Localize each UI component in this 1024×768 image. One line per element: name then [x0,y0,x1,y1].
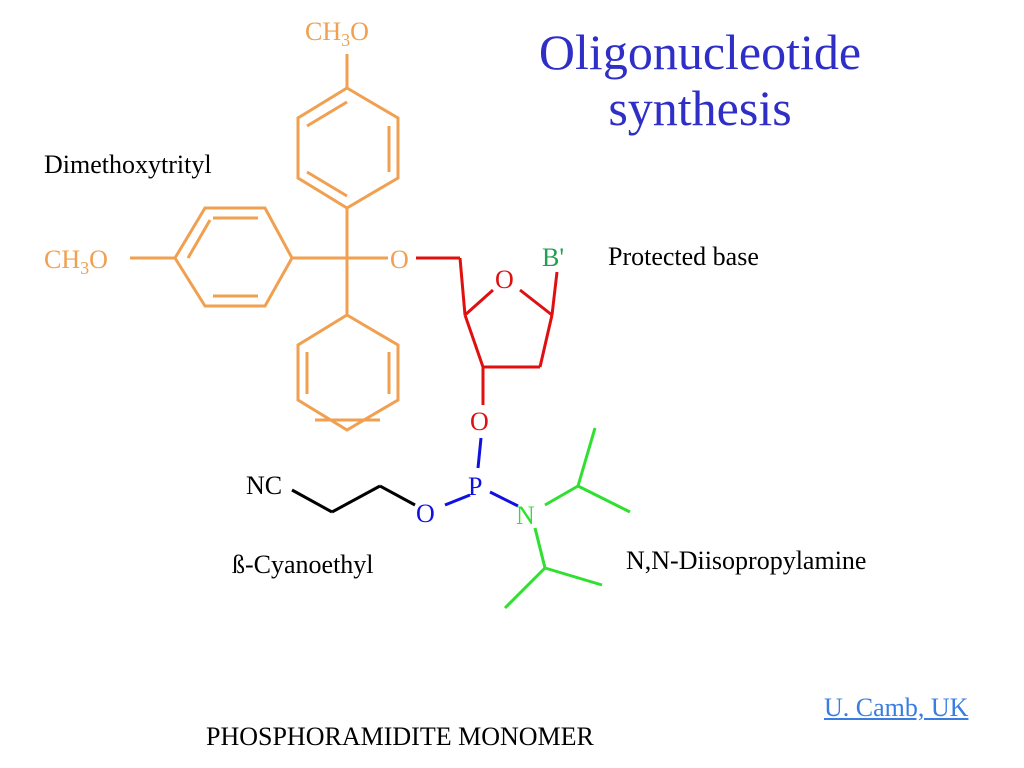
title-line-1: Oligonucleotide [538,24,862,80]
page-title: Oligonucleotide synthesis [490,24,910,136]
atom-base: B' [542,243,564,272]
atom-ch3o-top: CH3O [305,17,369,50]
title-line-2: synthesis [608,80,792,136]
label-diisopropylamine: N,N-Diisopropylamine [626,546,867,575]
credit-link[interactable]: U. Camb, UK [824,693,969,722]
atom-o-cyano: O [416,499,435,528]
atom-o-ring: O [495,265,514,294]
sugar-group [416,256,559,405]
cyanoethyl-group [291,484,416,514]
atom-o-trityl: O [390,245,409,274]
dmt-group [130,54,400,432]
atom-o-3prime: O [470,407,489,436]
label-protected-base: Protected base [608,242,759,271]
label-phosphoramidite-monomer: PHOSPHORAMIDITE MONOMER [206,722,594,751]
phosphorus-group [444,437,519,508]
dmt-ring-left [173,206,294,308]
label-cyanoethyl: ß-Cyanoethyl [232,550,374,579]
atom-nc: NC [246,471,282,500]
dmt-ring-top [296,86,400,210]
amine-group [503,427,631,610]
label-dimethoxytrityl: Dimethoxytrityl [44,150,212,179]
atom-ch3o-left: CH3O [44,245,108,278]
atom-p: P [468,472,482,501]
dmt-ring-bottom [296,313,400,432]
atom-n: N [516,501,535,530]
